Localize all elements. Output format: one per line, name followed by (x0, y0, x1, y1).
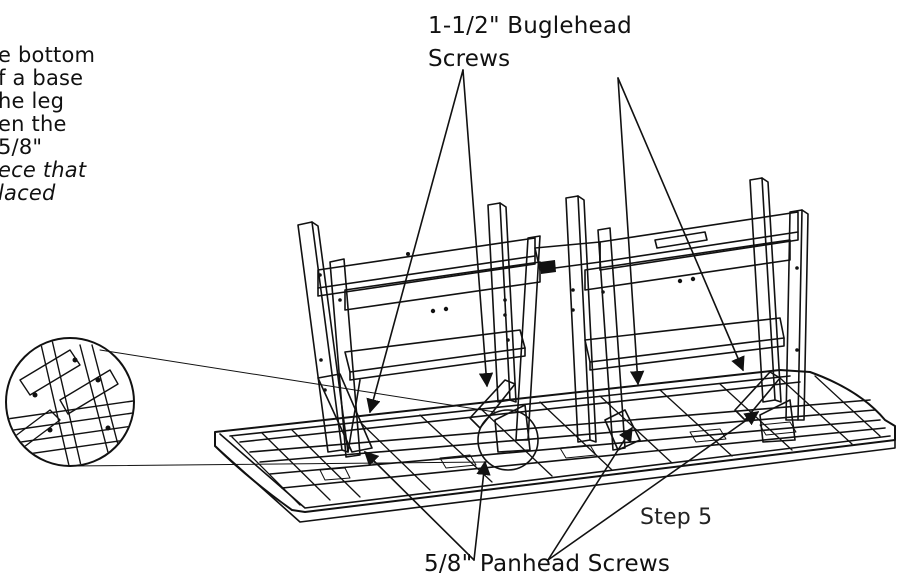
right-bench-assembly (543, 177, 809, 451)
detail-target-circle (477, 409, 539, 471)
panhead-leaders (363, 411, 760, 561)
instruction-line: en the (0, 112, 67, 136)
step-label: Step 5 (640, 505, 713, 530)
buglehead-screws-label: 1-1/2" Buglehead Screws (428, 10, 632, 76)
buglehead-label-line2: Screws (428, 46, 511, 72)
left-bench-assembly (297, 202, 541, 458)
center-connector (534, 241, 601, 271)
center-block (540, 260, 556, 274)
instruction-line: f a base (0, 66, 84, 90)
buglehead-label-line1: 1-1/2" Buglehead (428, 13, 632, 39)
instruction-line: he leg (0, 89, 65, 113)
panhead-screws-label: 5/8" Panhead Screws (424, 551, 671, 577)
instruction-line: laced (0, 181, 56, 205)
instruction-text: e bottom f a base he leg en the 5/8" ece… (0, 44, 138, 205)
buglehead-leaders (366, 69, 745, 414)
instruction-line: ece that (0, 158, 87, 182)
base-frame (214, 369, 896, 523)
instruction-line: 5/8" (0, 135, 43, 159)
instruction-line: e bottom (0, 44, 96, 67)
